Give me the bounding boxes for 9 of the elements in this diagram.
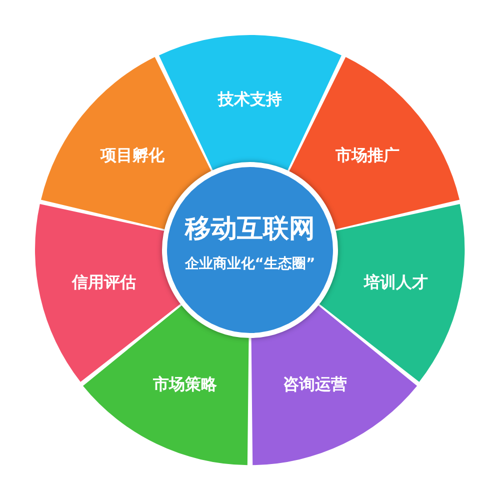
center-subtitle: 企业商业化“生态圈” xyxy=(184,255,316,273)
segment-label: 技术支持 xyxy=(218,90,282,110)
segment-label: 培训人才 xyxy=(364,272,428,294)
center-title: 移动互联网 xyxy=(184,213,316,246)
segment-label: 项目孵化 xyxy=(100,146,165,167)
segment-label: 市场推广 xyxy=(335,146,400,167)
segment-label: 市场策略 xyxy=(152,374,217,396)
segment-label: 信用评估 xyxy=(72,272,136,294)
segment-label: 咨询运营 xyxy=(283,374,348,396)
